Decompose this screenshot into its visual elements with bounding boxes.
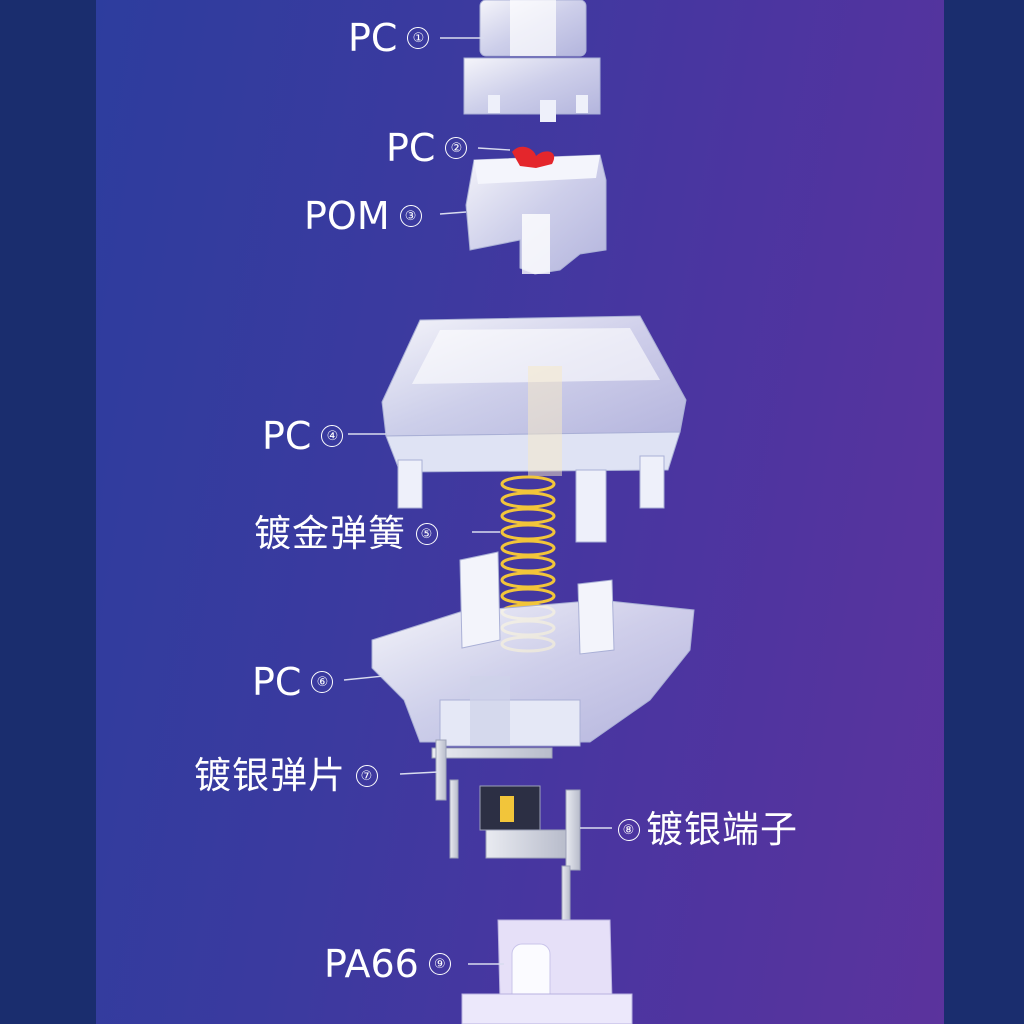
material-text: 镀银弹片: [194, 754, 346, 797]
callout-number: ①: [407, 27, 430, 49]
stem-part: [463, 0, 601, 122]
label-part-9: PA66 ⑨: [324, 944, 451, 984]
pa66-base-part: [461, 919, 633, 1024]
top-housing-part: [381, 315, 687, 543]
label-part-5: 镀金弹簧 ⑤: [254, 514, 438, 554]
callout-number: ⑥: [311, 671, 334, 693]
material-text: PC: [386, 126, 436, 170]
material-text: PA66: [324, 942, 419, 986]
metal-contacts-part: [431, 739, 581, 937]
material-text: PC: [262, 414, 312, 458]
material-text: 镀金弹簧: [254, 512, 406, 555]
material-text: POM: [304, 194, 390, 238]
callout-number: ③: [399, 205, 422, 227]
callout-number: ⑨: [428, 953, 451, 975]
label-part-2: PC ②: [386, 126, 468, 170]
leader-lines: [343, 37, 612, 965]
callout-number: ⑤: [416, 523, 438, 545]
material-text: 镀银端子: [646, 808, 798, 851]
material-text: PC: [348, 16, 398, 60]
label-part-3: POM ③: [304, 196, 422, 236]
label-part-4: PC ④: [262, 414, 344, 458]
label-part-8: ⑧ 镀银端子: [614, 810, 798, 850]
label-part-1: PC ①: [348, 16, 430, 60]
callout-number: ④: [321, 425, 344, 447]
bottom-housing-part: [371, 551, 695, 747]
callout-number: ⑦: [356, 765, 378, 787]
label-part-6: PC ⑥: [252, 660, 334, 704]
red-marker: [512, 146, 555, 168]
label-part-7: 镀银弹片 ⑦: [194, 756, 378, 796]
callout-number: ⑧: [618, 819, 640, 841]
right-border: [944, 0, 1024, 1024]
material-text: PC: [252, 660, 302, 704]
callout-number: ②: [445, 137, 468, 159]
left-border: [0, 0, 96, 1024]
slider-part: [465, 146, 607, 275]
